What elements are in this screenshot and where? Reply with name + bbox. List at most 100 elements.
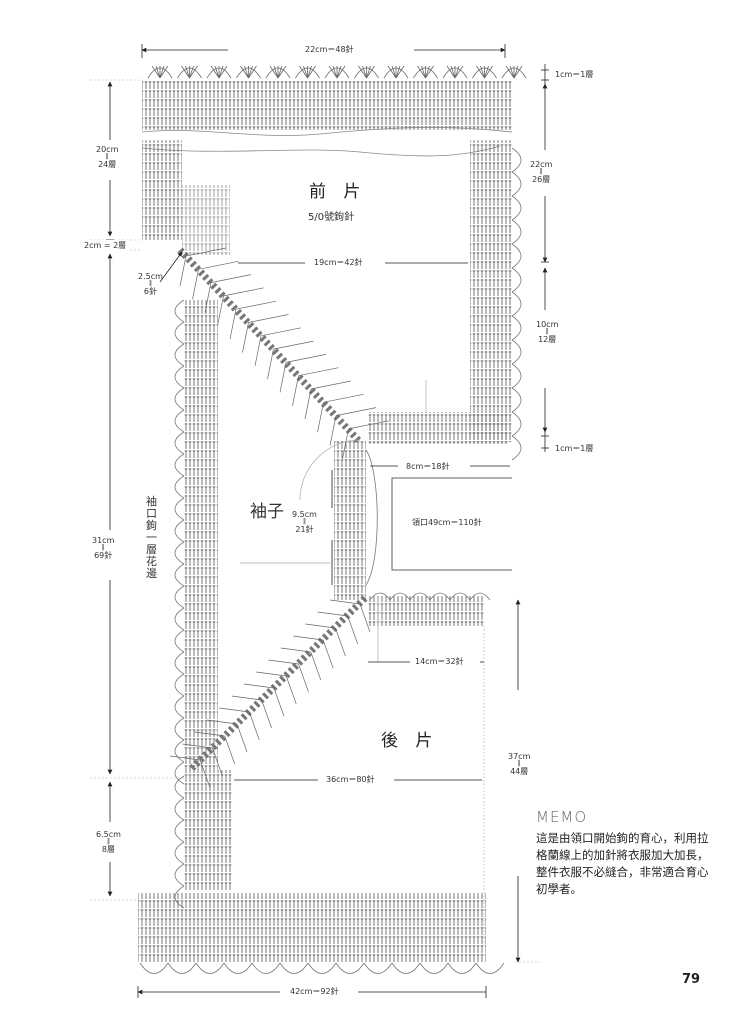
back-shell bbox=[429, 592, 451, 601]
side-shell bbox=[511, 363, 522, 389]
back-shell bbox=[389, 592, 411, 601]
cuff-shell bbox=[174, 797, 185, 821]
front-bottom-band bbox=[368, 412, 508, 444]
bottom-shell bbox=[391, 962, 421, 974]
side-shell bbox=[511, 315, 522, 341]
back-left-column bbox=[184, 770, 232, 890]
side-shell bbox=[511, 219, 522, 245]
bottom-shell bbox=[279, 962, 309, 974]
cuff-shell bbox=[174, 841, 185, 865]
bottom-shell bbox=[335, 962, 365, 974]
front-height-left-label: 20cm‖24層 bbox=[96, 145, 119, 169]
cuff-shell bbox=[174, 761, 185, 785]
bottom-shell bbox=[223, 962, 253, 974]
cuff-shell bbox=[174, 651, 185, 675]
back-width-label: 36cm＝80針 bbox=[324, 774, 377, 785]
cuff-shell bbox=[174, 321, 185, 345]
memo-title: MEMO bbox=[536, 808, 588, 826]
cuff-shell bbox=[174, 717, 185, 741]
cuff-shell bbox=[174, 299, 185, 323]
side-shell bbox=[511, 339, 522, 365]
back-shell bbox=[409, 592, 431, 601]
side-shell bbox=[511, 435, 522, 461]
sleeve-title: 袖子 bbox=[250, 502, 284, 522]
back-top-band bbox=[368, 596, 484, 626]
front-raglan-fill bbox=[182, 185, 230, 255]
front-left-edge bbox=[142, 140, 182, 240]
front-wave-line bbox=[141, 127, 513, 136]
cuff-shell bbox=[174, 863, 185, 887]
front-piece bbox=[141, 65, 527, 461]
front-inner-width-label: 19cm＝42針 bbox=[312, 257, 365, 268]
side-shell bbox=[511, 411, 522, 437]
cuff-shell bbox=[174, 819, 185, 843]
back-height-label: 37cm‖44層 bbox=[508, 752, 531, 776]
cuff-shell bbox=[174, 431, 185, 455]
bottom-shell bbox=[363, 962, 393, 974]
cuff-shell bbox=[174, 497, 185, 521]
cuff-shell bbox=[174, 519, 185, 543]
bottom-width-label: 42cm＝92針 bbox=[288, 986, 341, 997]
front-right-shells bbox=[511, 147, 522, 461]
front-hem-label: 10cm‖12層 bbox=[536, 320, 559, 344]
top-border-label: 1cm＝1層 bbox=[553, 69, 596, 80]
front-piece-title: 前 片 bbox=[309, 182, 367, 202]
back-neck-label: 14cm＝32針 bbox=[413, 656, 466, 667]
back-raglan-line bbox=[187, 595, 368, 773]
cuff-shell bbox=[174, 343, 185, 367]
cuff-shell bbox=[174, 673, 185, 697]
back-shell bbox=[369, 592, 391, 601]
memo-text: 這是由領口開始鉤的育心，利用拉格蘭線上的加針將衣服加大加長，整件衣服不必縫合，非… bbox=[536, 831, 709, 896]
cuff-shell bbox=[174, 607, 185, 631]
cuff-shell bbox=[174, 453, 185, 477]
sleeve-inner-column bbox=[334, 440, 366, 600]
bottom-shell bbox=[195, 962, 225, 974]
bottom-border-label: 1cm＝1層 bbox=[553, 443, 596, 454]
neckline-label: 領口49cm＝110針 bbox=[410, 517, 484, 528]
front-hook-label: 5/0號鉤針 bbox=[308, 212, 355, 223]
bottom-shell bbox=[447, 962, 477, 974]
cuff-shell bbox=[174, 739, 185, 763]
memo-box: MEMO 這是由領口開始鉤的育心，利用拉格蘭線上的加針將衣服加大加長，整件衣服不… bbox=[536, 808, 716, 898]
side-shell bbox=[511, 387, 522, 413]
back-shell bbox=[449, 592, 471, 601]
cuff-shell bbox=[174, 629, 185, 653]
front-step-label: 2cm = 2層 bbox=[82, 240, 129, 251]
cuff-shell bbox=[174, 563, 185, 587]
side-shell bbox=[511, 243, 522, 269]
cuff-note: 袖口鉤一層花邊 bbox=[146, 495, 157, 580]
side-shell bbox=[511, 195, 522, 221]
back-shell bbox=[469, 592, 491, 601]
side-shell bbox=[511, 147, 522, 173]
sleeve-piece bbox=[174, 299, 378, 909]
neck-width-label: 8cm＝18針 bbox=[404, 461, 452, 472]
back-hem-left-label: 6.5cm‖8層 bbox=[96, 830, 121, 854]
back-piece bbox=[138, 592, 505, 974]
sleeve-length-label: 31cm‖69針 bbox=[92, 536, 115, 560]
bottom-shell bbox=[251, 962, 281, 974]
cuff-shell bbox=[174, 775, 185, 799]
sleeve-cuff-stitches bbox=[184, 300, 218, 770]
back-piece-title: 後 片 bbox=[381, 731, 439, 751]
top-width-label: 22cm＝48針 bbox=[303, 44, 356, 55]
back-bottom-band bbox=[138, 893, 486, 963]
neckline-box bbox=[391, 477, 512, 571]
construction-arrows bbox=[240, 380, 427, 662]
front-shoulder-label: 2.5cm‖6針 bbox=[138, 272, 163, 296]
front-top-band bbox=[142, 80, 512, 130]
cuff-shell bbox=[174, 387, 185, 411]
front-raglan-line bbox=[177, 247, 363, 445]
cuff-shell bbox=[174, 475, 185, 499]
bottom-shell bbox=[139, 962, 169, 974]
front-height-right-label: 22cm‖26層 bbox=[530, 160, 553, 184]
cuff-shell bbox=[174, 365, 185, 389]
side-shell bbox=[511, 291, 522, 317]
bottom-shell bbox=[419, 962, 449, 974]
side-shell bbox=[511, 267, 522, 293]
cuff-shell bbox=[174, 541, 185, 565]
cuff-shell bbox=[174, 585, 185, 609]
bottom-shell bbox=[475, 962, 505, 974]
cuff-shell bbox=[174, 409, 185, 433]
front-right-edge bbox=[470, 140, 512, 442]
